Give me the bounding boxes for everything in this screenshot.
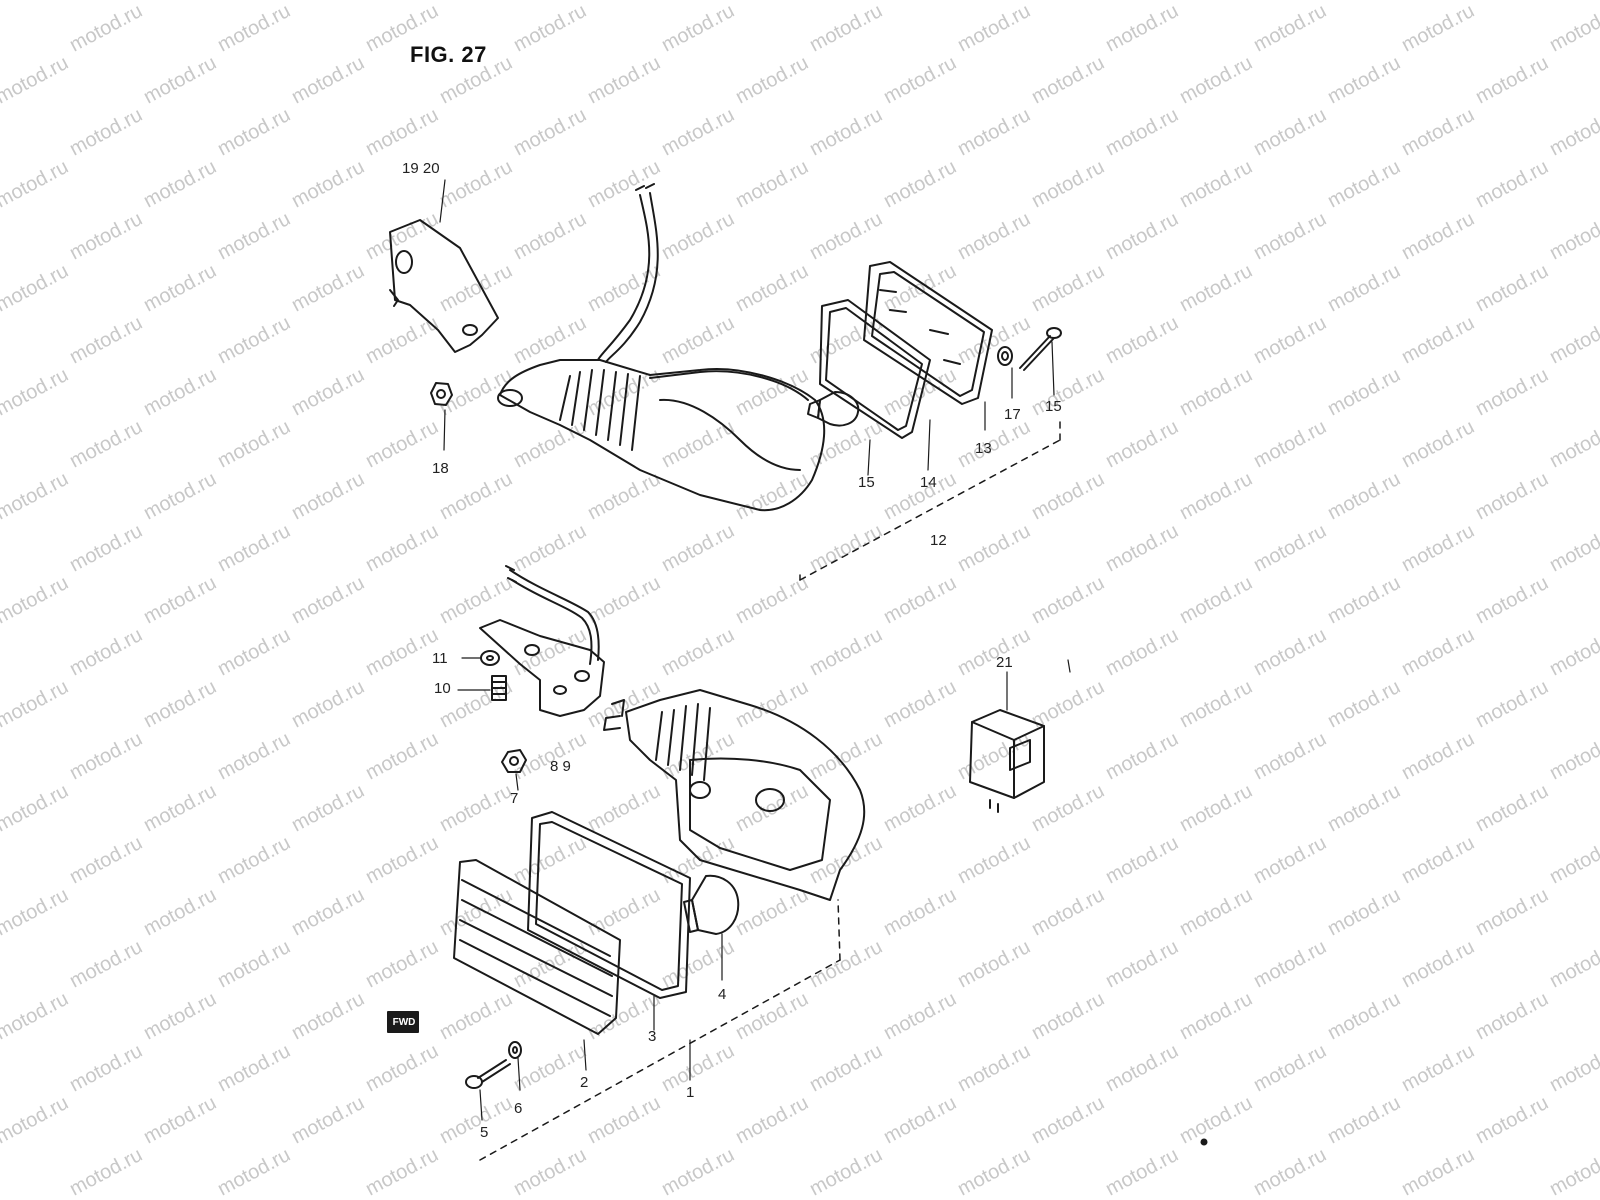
- assembly-leader-12: [799, 419, 1061, 581]
- wiring-harness-lower: [505, 565, 600, 665]
- callout-12: 12: [930, 532, 947, 549]
- callout-3: 3: [648, 1028, 657, 1045]
- callout-14: 14: [920, 474, 937, 491]
- callout-17: 17: [1004, 406, 1021, 423]
- flasher-relay-part-21: [969, 659, 1071, 813]
- lens-gasket-part-14: [819, 299, 931, 439]
- callout-7: 7: [510, 790, 519, 807]
- fwd-badge: [387, 1011, 419, 1033]
- callout-4: 4: [718, 986, 727, 1003]
- lens-part-2: [453, 859, 621, 1035]
- stud-part-10: [457, 675, 507, 701]
- ink-dot: [1200, 1138, 1208, 1146]
- callout-5: 5: [480, 1124, 489, 1141]
- callout-13: 13: [975, 440, 992, 457]
- mounting-bracket-upper: [389, 219, 499, 353]
- screw-part-5-lower: [465, 1059, 511, 1089]
- screw-part-15-upper: [1019, 327, 1062, 371]
- nut-part-18: [430, 382, 453, 406]
- upper-turn-signal-assembly: [389, 179, 1062, 581]
- washer-part-6: [508, 1041, 522, 1059]
- wiring-harness-upper: [597, 183, 659, 363]
- callout-19-20: 19 20: [402, 160, 440, 177]
- mounting-bracket-lower: [479, 619, 605, 717]
- callout-15-bulb: 15: [858, 474, 875, 491]
- lens-gasket-part-3: [527, 811, 691, 999]
- washer-part-17: [997, 346, 1013, 366]
- callout-8-9: 8 9: [550, 758, 571, 775]
- figure-title: FIG. 27: [410, 42, 487, 67]
- callout-6: 6: [514, 1100, 523, 1117]
- callout-21: 21: [996, 654, 1013, 671]
- fwd-badge-label: FWD: [392, 1017, 416, 1028]
- callout-1: 1: [686, 1084, 695, 1101]
- lens-part-13: [863, 261, 993, 405]
- callout-2: 2: [580, 1074, 589, 1091]
- assembly-leader-1: [479, 899, 841, 1161]
- bulb-part-4-lower: [683, 874, 740, 935]
- washer-part-11: [480, 650, 500, 666]
- callout-18: 18: [432, 460, 449, 477]
- turn-signal-housing-lower: [603, 689, 866, 901]
- lower-turn-signal-assembly: [387, 565, 866, 1161]
- callout-15-screw: 15: [1045, 398, 1062, 415]
- turn-signal-housing-upper: [497, 359, 826, 512]
- callout-11: 11: [432, 650, 448, 667]
- callout-10: 10: [434, 680, 451, 697]
- nut-part-7: [501, 749, 527, 773]
